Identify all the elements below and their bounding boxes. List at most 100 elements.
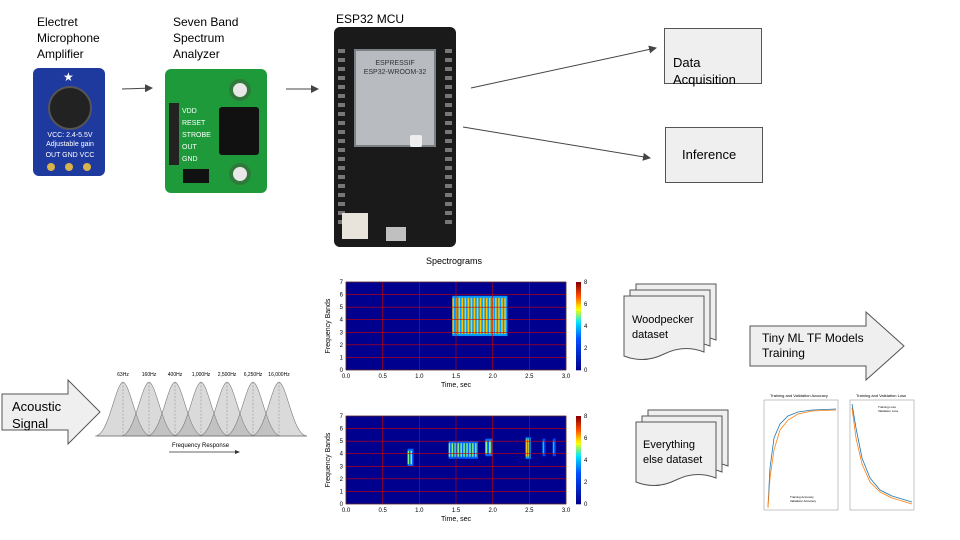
colorbar-step	[576, 345, 581, 349]
woodpecker-dataset-stack	[623, 283, 717, 360]
y-tick-label: 1	[340, 489, 344, 495]
spectrogram-event-stripe	[461, 297, 464, 335]
esp32-board: ESPRESSIF ESP32-WROOM-32	[334, 27, 456, 247]
colorbar-step	[576, 308, 581, 311]
loss-plot-title: Training and Validation Loss	[855, 393, 907, 398]
esp32-module: ESPRESSIF ESP32-WROOM-32	[354, 49, 436, 147]
audio-jack	[219, 107, 259, 155]
x-tick-label: 2.0	[488, 508, 497, 514]
acoustic-signal-arrow	[1, 378, 101, 446]
y-tick-label: 5	[340, 305, 344, 311]
spectrogram-event-stripe	[457, 443, 459, 457]
colorbar-step	[576, 286, 581, 289]
colorbar-step	[576, 361, 581, 364]
spectrogram-event-stripe	[485, 297, 488, 335]
colorbar-step	[576, 466, 581, 470]
spectrogram-event-stripe	[504, 297, 506, 335]
colorbar-tick-label: 2	[584, 480, 588, 486]
y-tick-label: 7	[340, 414, 344, 420]
colorbar-step	[576, 282, 581, 285]
spectrogram-event	[448, 441, 478, 459]
analyzer-label: Seven Band Spectrum Analyzer	[173, 15, 239, 61]
spectrogram-event-stripe	[495, 297, 497, 335]
x-tick-label: 2.5	[525, 508, 534, 514]
spectrogram-event-stripe	[525, 439, 527, 457]
validation-loss-line	[851, 407, 913, 505]
inference-label: Inference	[682, 147, 737, 162]
colorbar-step	[576, 499, 581, 503]
training-arrow	[749, 310, 905, 382]
colorbar-step	[576, 337, 581, 340]
arrow-mcu-to-inference	[462, 126, 651, 161]
spectrogram-event-stripe	[501, 297, 503, 335]
microphone-pins: OUT GND VCC	[45, 152, 95, 159]
x-tick-label: 0.0	[342, 374, 351, 380]
colorbar-step	[576, 495, 581, 498]
colorbar-step	[576, 484, 581, 487]
colorbar-step	[576, 359, 581, 362]
spectrogram-event-halo	[407, 448, 414, 467]
colorbar-tick-label: 8	[584, 280, 588, 286]
spectrogram-event	[525, 437, 531, 459]
reset-button	[410, 135, 422, 147]
esp32-module-text: ESPRESSIF ESP32-WROOM-32	[363, 60, 427, 76]
colorbar-step	[576, 479, 581, 483]
y-tick-label: 3	[340, 330, 344, 336]
spectrogram-event	[542, 438, 546, 457]
frequency-axis-arrowhead	[235, 450, 240, 454]
woodpecker-dataset-label: Woodpecker dataset	[632, 314, 694, 341]
mount-hole	[229, 163, 251, 185]
filter-band-label: 400Hz	[168, 372, 183, 378]
colorbar-step	[576, 290, 581, 294]
colorbar-step	[576, 328, 581, 331]
microphone-capsule	[48, 86, 92, 130]
mcu-label: ESP32 MCU	[336, 12, 405, 26]
colorbar-step	[576, 323, 581, 327]
colorbar-step	[576, 321, 581, 325]
colorbar-step	[576, 449, 581, 452]
colorbar-step	[576, 418, 581, 421]
pin-hole	[47, 163, 55, 171]
colorbar-step	[576, 460, 581, 463]
colorbar-tick-label: 0	[584, 502, 588, 508]
spectrogram-event-stripe	[467, 297, 470, 335]
colorbar-step	[576, 501, 581, 505]
colorbar-step	[576, 477, 581, 481]
colorbar-step	[576, 356, 581, 360]
y-tick-label: 0	[340, 368, 344, 374]
x-tick-label: 1.5	[452, 508, 461, 514]
training-label: Tiny ML TF Models Training	[762, 331, 864, 360]
spectrogram-event-stripe	[489, 297, 491, 335]
colorbar-step	[576, 365, 581, 369]
y-tick-label: 6	[340, 293, 344, 299]
colorbar-step	[576, 435, 581, 439]
colorbar-tick-label: 2	[584, 346, 588, 352]
x-tick-label: 0.5	[378, 374, 387, 380]
colorbar-step	[576, 319, 581, 322]
colorbar-step	[576, 440, 581, 443]
spectrogram-event-stripe	[485, 440, 488, 455]
colorbar-step	[576, 332, 581, 336]
ic-chip	[183, 169, 209, 183]
frequency-response-caption: Frequency Response	[172, 443, 230, 449]
colorbar-step	[576, 330, 581, 333]
microphone-gain: Adjustable gain	[46, 141, 94, 148]
colorbar-step	[576, 310, 581, 314]
spectrogram-event-stripe	[469, 443, 471, 457]
pin-label-reset: RESET	[182, 120, 206, 127]
colorbar-step	[576, 486, 581, 489]
arrow-mic-to-analyzer	[121, 84, 153, 93]
colorbar-step	[576, 493, 581, 496]
data-acquisition-label: Data Acquisition	[673, 55, 736, 87]
colorbar-step	[576, 446, 581, 450]
colorbar-step	[576, 488, 581, 492]
colorbar-step	[576, 457, 581, 461]
y-tick-label: 0	[340, 502, 344, 508]
colorbar-step	[576, 422, 581, 426]
spectrogram-event	[407, 448, 414, 467]
colorbar-step	[576, 317, 581, 320]
colorbar-step	[576, 482, 581, 485]
microphone-supply: VCC: 2.4-5.5V	[47, 132, 93, 139]
colorbar-step	[576, 462, 581, 465]
